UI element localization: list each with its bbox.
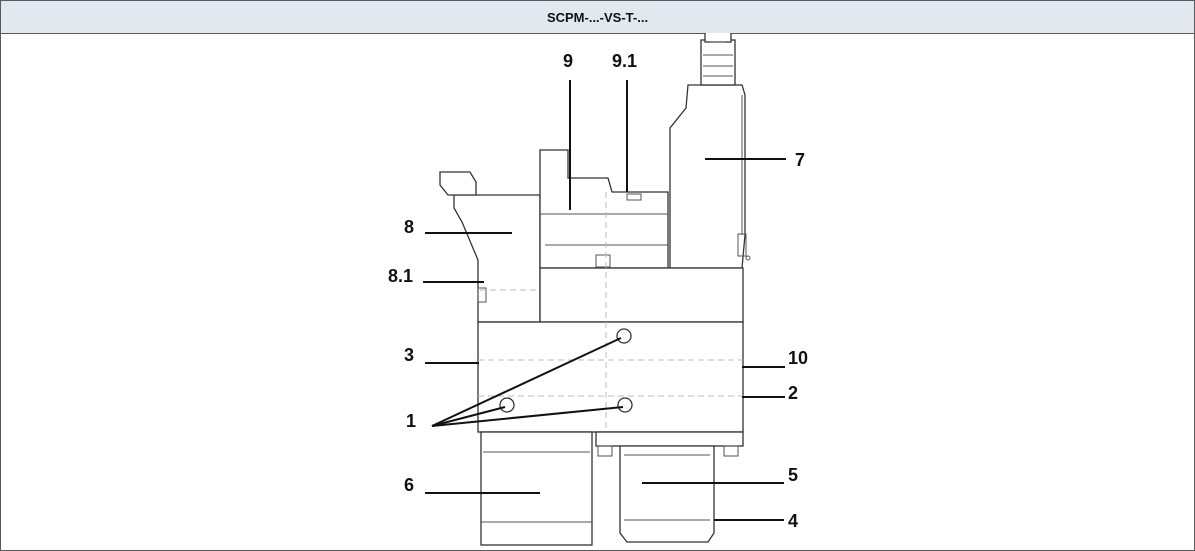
- callout-1: 1: [406, 411, 416, 431]
- part-7-coil: [669, 84, 746, 269]
- diagram-title: SCPM-...-VS-T-...: [1, 1, 1194, 34]
- part-8-module: [453, 194, 541, 323]
- port-1-top: [616, 328, 632, 344]
- upper-block: [539, 267, 744, 323]
- callout-3: 3: [404, 345, 414, 365]
- part-8-bracket: [439, 171, 477, 196]
- part-7-connector-cap: [704, 33, 732, 43]
- part-7-connector-top: [700, 39, 736, 86]
- main-body: [477, 321, 744, 433]
- device-diagram: 9 9.1 7 8 8.1 3 10 2 1 6 5 4: [388, 33, 808, 546]
- callout-8-1: 8.1: [388, 266, 413, 286]
- callout-6: 6: [404, 475, 414, 495]
- part-6-block: [480, 431, 593, 546]
- callout-9-1: 9.1: [612, 51, 637, 71]
- callout-4: 4: [788, 511, 798, 531]
- base-strip: [595, 431, 744, 447]
- callout-9: 9: [563, 51, 573, 71]
- part-9-module: [539, 149, 669, 269]
- callout-5: 5: [788, 465, 798, 485]
- port-1-right: [617, 397, 633, 413]
- callout-8: 8: [404, 217, 414, 237]
- port-1-left: [499, 397, 515, 413]
- callout-7: 7: [795, 150, 805, 170]
- callout-2: 2: [788, 383, 798, 403]
- part-5-block: [619, 445, 715, 543]
- callout-10: 10: [788, 348, 808, 368]
